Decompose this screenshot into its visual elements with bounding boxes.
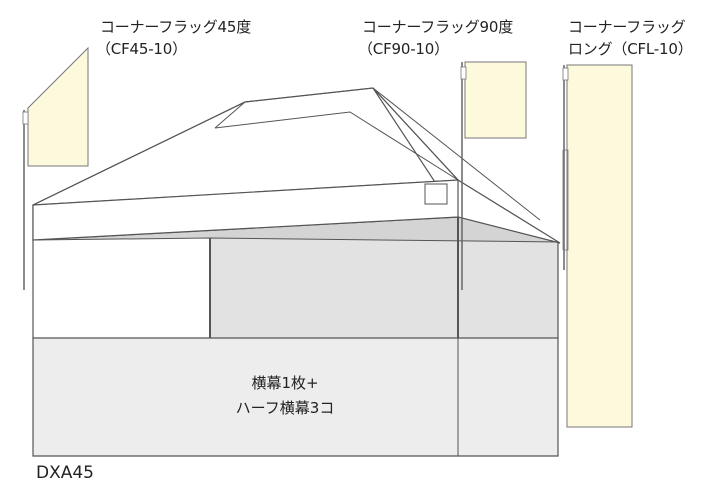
flag-long-label-line1: コーナーフラッグ (568, 18, 686, 36)
flag45-label-line1: コーナーフラッグ45度 (100, 18, 251, 36)
roof-ridge-inner (214, 111, 459, 181)
flag90-label-line2: （CF90-10） (358, 40, 449, 58)
model-code: DXA45 (36, 463, 94, 483)
back-wall-left (32, 237, 211, 339)
tent-ceiling-shade (33, 217, 560, 243)
flag-long-clip-top (562, 67, 569, 81)
banner-label-line2: ハーフ横幕3コ (235, 399, 335, 417)
front-banner (32, 337, 559, 457)
flag-long-clip-bottom (562, 149, 569, 251)
flag90-clip (460, 66, 467, 80)
tent-roof-side (372, 87, 561, 244)
back-wall-right (209, 237, 559, 339)
flag-long-banner (566, 64, 633, 428)
valance-logo-square (424, 183, 448, 205)
roof-ridge-back (372, 87, 541, 221)
flag45-banner (27, 46, 89, 167)
roof-seam-front (32, 101, 246, 206)
banner-label-line1: 横幕1枚+ (251, 374, 319, 392)
flag-long-label-line2: ロング（CFL-10） (568, 40, 693, 58)
roof-ridge-left (214, 87, 374, 129)
flag90-banner (464, 61, 527, 139)
flag45-label-line2: （CF45-10） (96, 40, 187, 58)
flag90-label-line1: コーナーフラッグ90度 (362, 18, 513, 36)
flag45-clip (22, 111, 29, 125)
